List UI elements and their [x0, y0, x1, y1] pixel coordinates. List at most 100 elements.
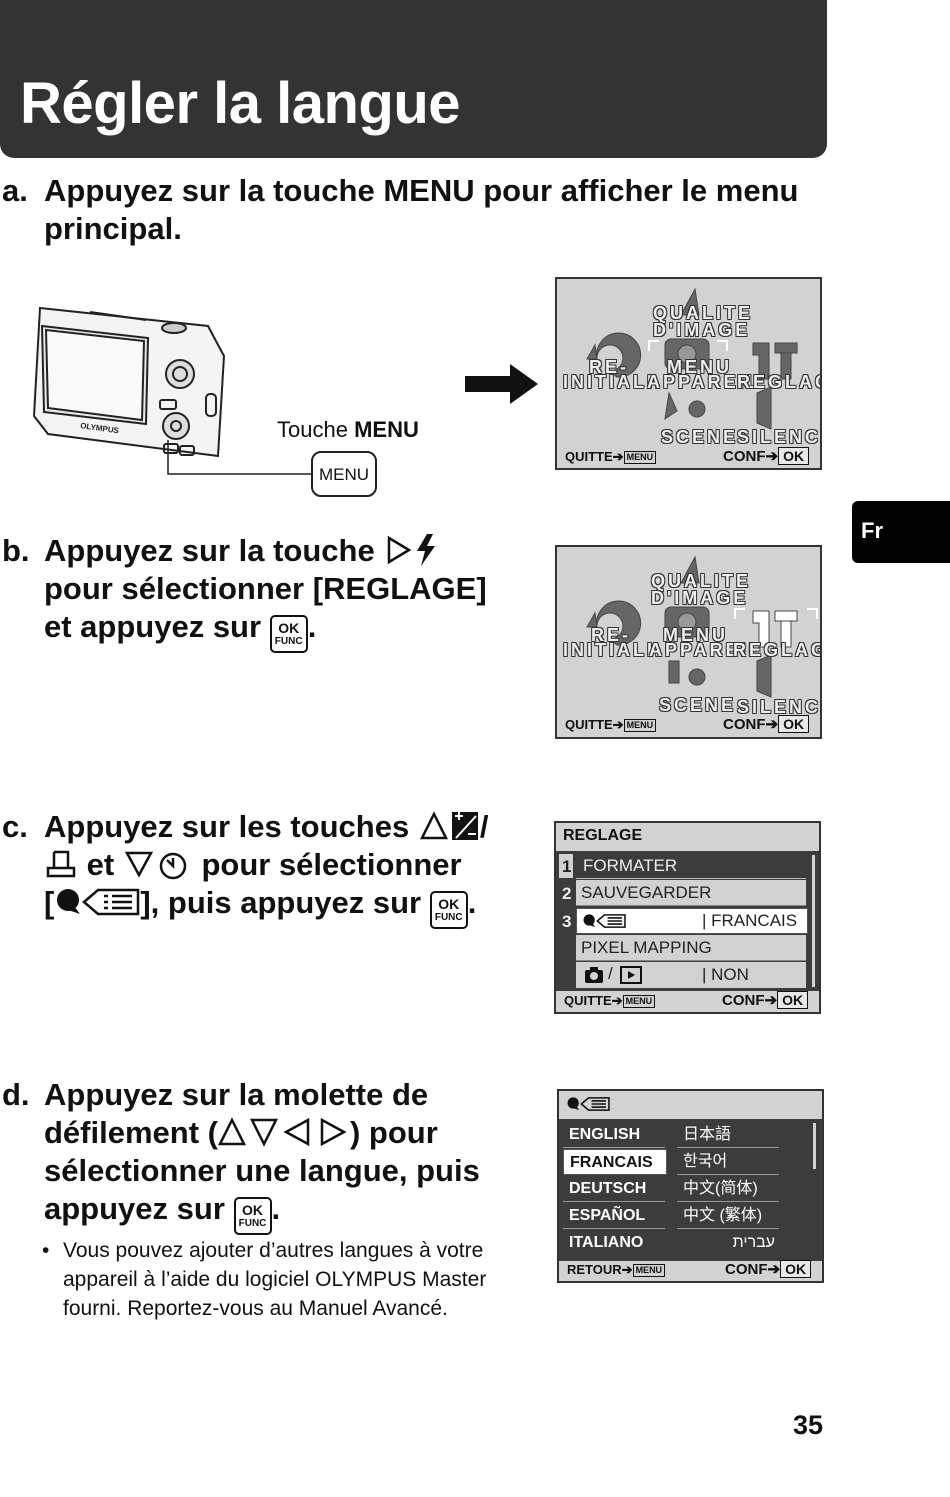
- language-option[interactable]: עברית: [732, 1234, 775, 1251]
- conf-text: CONF: [723, 448, 766, 465]
- mm-scene: SCENE: [659, 695, 737, 715]
- language-option[interactable]: ENGLISH: [563, 1122, 665, 1148]
- reglage-row-5[interactable]: [576, 962, 806, 988]
- mm-conf: CONF➔OK: [723, 447, 810, 465]
- lcd-main-menu-reglage: QUALITE D'IMAGE RE- INITIALI. MENU APPAR…: [555, 545, 822, 739]
- ok-key-box: OK: [777, 991, 809, 1009]
- step-c-line1: Appuyez sur les touches /: [44, 808, 488, 846]
- language-option[interactable]: 中文 (繁体): [677, 1203, 779, 1229]
- language-list: [559, 1119, 822, 1261]
- ok-text: OK: [242, 1202, 264, 1218]
- menu-key-box: MENU: [623, 719, 657, 732]
- row-label: SAUVEGARDER: [581, 883, 712, 902]
- language-option[interactable]: 日本語: [677, 1122, 779, 1148]
- mm-silence: SILENCE: [737, 697, 822, 717]
- language-scrollbar[interactable]: [813, 1123, 816, 1169]
- step-b-text3: et appuyez sur: [44, 609, 262, 644]
- mm-reinit-line2: INITIALI.: [563, 372, 663, 392]
- up-exposure-icon: [419, 811, 478, 840]
- ok-key-box: OK: [780, 1260, 812, 1278]
- quitte-text: QUITTE: [564, 993, 612, 1008]
- mm-silence: SILENCE: [737, 427, 822, 447]
- step-c-et: et: [86, 847, 115, 882]
- mm-quitte: QUITTE➔MENU: [565, 717, 657, 733]
- touche-menu-label: Touche MENU: [277, 417, 419, 443]
- step-a: a. Appuyez sur la touche MENU pour affic…: [2, 172, 832, 252]
- language-option[interactable]: ITALIANO: [569, 1234, 644, 1251]
- step-d-text2a: défilement (: [44, 1115, 218, 1150]
- touche-key: MENU: [354, 417, 419, 442]
- language-tab: Fr: [852, 501, 950, 563]
- ok-text: OK: [438, 896, 460, 912]
- step-b-text1: Appuyez sur la touche: [44, 533, 375, 568]
- row-num: 3: [562, 912, 572, 931]
- reglage-tab-1: [559, 854, 573, 878]
- mm-reinit-line1: RE-: [589, 357, 629, 377]
- note-bullet: •: [42, 1239, 50, 1262]
- mm-scene: SCENE: [661, 427, 739, 447]
- func-text: FUNC: [238, 1218, 267, 1229]
- step-d-text2b: ) pour: [349, 1115, 438, 1150]
- mm-reglage-selected: REGLAGE: [733, 640, 820, 660]
- slash-text: /: [479, 809, 489, 844]
- language-option-selected[interactable]: FRANCAIS: [563, 1149, 667, 1175]
- row-value: | NON: [702, 965, 749, 984]
- row-label: PIXEL MAPPING: [581, 938, 712, 957]
- conf-text: CONF: [725, 1261, 768, 1278]
- mm-reinit-line1: RE-: [591, 625, 631, 645]
- reglage-row-1[interactable]: [576, 853, 806, 879]
- step-d-line3: sélectionner une langue, puis: [44, 1153, 480, 1188]
- camera-illustration: OLYMPUS: [32, 306, 226, 458]
- ok-key-box: OK: [778, 447, 810, 465]
- mm-menu-line1: MENU: [667, 357, 732, 377]
- right-flash-icon: [388, 534, 436, 566]
- reglage-row-2[interactable]: [576, 880, 806, 906]
- page-title: Régler la langue: [20, 71, 461, 136]
- step-d-text4: appuyez sur: [44, 1191, 225, 1226]
- touche-text: Touche: [277, 417, 348, 442]
- mm-reinit-line2: INITIALI.: [563, 640, 663, 660]
- language-option[interactable]: DEUTSCH: [563, 1176, 665, 1202]
- func-text: FUNC: [434, 912, 463, 923]
- note-line3: fourni. Reportez-vous au Manuel Avancé.: [63, 1297, 448, 1320]
- reglage-title: REGLAGE: [563, 827, 643, 844]
- bracket-open: [: [44, 885, 55, 920]
- reglage-row-4[interactable]: [576, 935, 806, 961]
- lcd-reglage-menu: REGLAGE 1 FORMATER 2 SAUVEGARDER 3 | FRA…: [554, 821, 821, 1014]
- step-b-line1: Appuyez sur la touche: [44, 532, 487, 570]
- step-c-text3: ], puis appuyez sur: [140, 885, 422, 920]
- step-a-line1: Appuyez sur la touche MENU pour afficher…: [44, 173, 799, 208]
- language-option[interactable]: 한국어: [677, 1149, 779, 1175]
- language-icon: [57, 888, 140, 916]
- step-d-line2: défilement ( ) pour: [44, 1114, 480, 1152]
- quitte-text: QUITTE: [565, 449, 613, 464]
- step-c: c. Appuyez sur les touches / et: [2, 808, 542, 929]
- menu-key-box: MENU: [632, 1264, 666, 1277]
- conf-text: CONF: [722, 992, 765, 1009]
- ok-key-box: OK: [778, 715, 810, 733]
- rg-quitte: QUITTE➔MENU: [564, 993, 656, 1009]
- step-d: d. Appuyez sur la molette de défilement …: [2, 1076, 542, 1236]
- mm-conf: CONF➔OK: [723, 715, 810, 733]
- language-option[interactable]: ESPAÑOL: [563, 1203, 665, 1229]
- down-selftimer-icon: [124, 851, 187, 880]
- main-menu-icons: [586, 287, 798, 430]
- language-option[interactable]: 中文(简体): [677, 1176, 779, 1202]
- func-text: FUNC: [274, 636, 303, 647]
- arrow-right-icon: [465, 364, 538, 404]
- step-a-line2: principal.: [44, 211, 182, 246]
- menu-key-box: MENU: [622, 995, 656, 1008]
- lg-retour: RETOUR➔MENU: [567, 1262, 666, 1278]
- step-letter: d.: [2, 1077, 30, 1112]
- menu-button: MENU: [311, 451, 377, 497]
- row-value-text: NON: [711, 965, 749, 984]
- mm-qualite-line1: QUALITE: [651, 571, 751, 591]
- mm-menu-line2: APPAREIL: [649, 640, 763, 660]
- reglage-scrollbar[interactable]: [812, 855, 815, 987]
